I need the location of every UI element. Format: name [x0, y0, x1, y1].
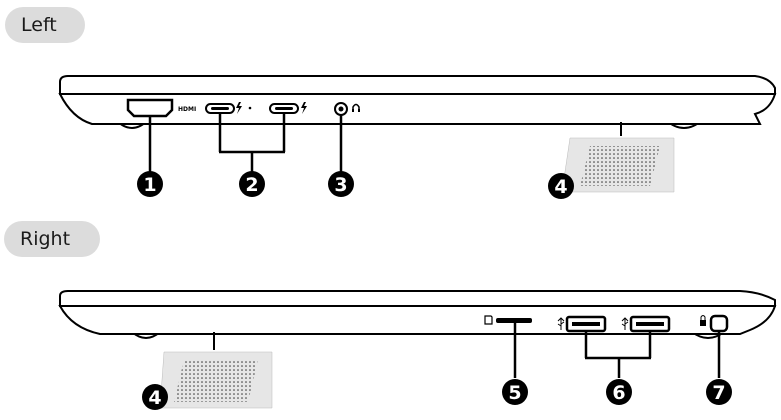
callout-number: 1 — [143, 174, 156, 196]
leader-bracket-6 — [585, 331, 651, 378]
security-lock-slot — [711, 316, 727, 331]
callout-number: 4 — [148, 387, 161, 409]
sd-card-slot — [496, 318, 532, 323]
usb-c-port-2 — [270, 104, 298, 113]
usb-c-port-1 — [206, 104, 234, 113]
right-speaker-callout — [160, 332, 272, 408]
callout-badge-1: 1 — [137, 171, 163, 197]
callout-badge-6: 6 — [606, 379, 632, 405]
callout-number: 5 — [508, 382, 521, 404]
speaker-grille-icon — [174, 360, 258, 402]
left-speaker-callout — [562, 122, 674, 192]
power-delivery-dot-icon — [249, 107, 252, 110]
usb-a-port-2 — [631, 317, 669, 331]
callout-badge-3: 3 — [328, 171, 354, 197]
callout-badge-5: 5 — [502, 379, 528, 405]
callout-number: 7 — [712, 382, 725, 404]
callout-badge-4-left: 4 — [548, 173, 574, 199]
right-lid — [60, 291, 775, 306]
headphone-jack — [335, 103, 347, 115]
callout-number: 6 — [612, 382, 625, 404]
callout-number: 4 — [554, 176, 567, 198]
usb-a-port-1 — [567, 317, 605, 331]
callout-badge-7: 7 — [706, 379, 732, 405]
callout-number: 3 — [334, 174, 347, 196]
callout-number: 2 — [245, 174, 258, 196]
hdmi-label: HDMI — [178, 106, 196, 113]
speaker-grille-icon — [580, 146, 660, 186]
callout-badge-2: 2 — [239, 171, 265, 197]
left-lid — [60, 76, 775, 94]
callout-badge-4-right: 4 — [142, 384, 168, 410]
